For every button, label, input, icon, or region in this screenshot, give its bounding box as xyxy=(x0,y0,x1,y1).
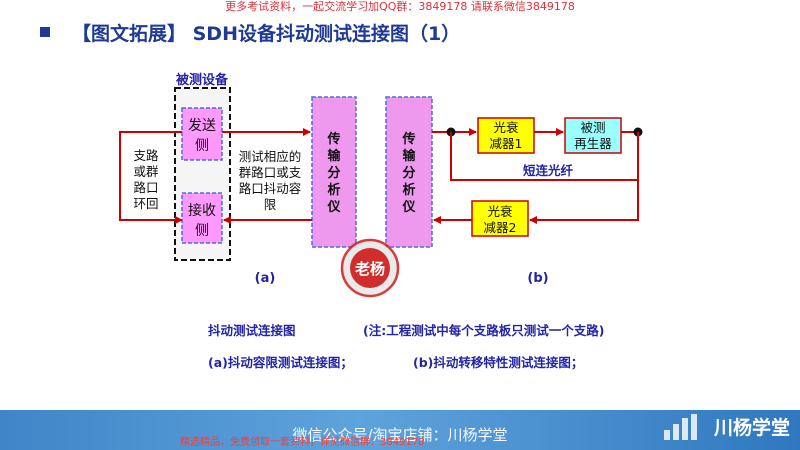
regenerator-box xyxy=(564,117,622,154)
analyzer-a-char5: 仪 xyxy=(326,200,341,215)
attenuator1-box xyxy=(477,117,535,154)
analyzer-a-char3: 分 xyxy=(327,165,340,181)
test-note-line1: 测试相应的 xyxy=(239,149,302,164)
test-note-line3: 路口抖动容 xyxy=(239,181,302,196)
test-note-line2: 群路口或支 xyxy=(239,165,302,180)
attenuator2-box xyxy=(471,200,529,237)
title-bar: 【图文拓展】 SDH设备抖动测试连接图（1） xyxy=(40,17,460,47)
send-side-line2: 侧 xyxy=(195,138,209,154)
caption-main: 抖动测试连接图 xyxy=(208,323,296,338)
label-a: (a) xyxy=(255,271,276,286)
branch-loop-line4: 环回 xyxy=(133,196,158,211)
label-b: (b) xyxy=(527,271,548,286)
receive-side-box xyxy=(181,192,223,244)
attenuator1-line1: 光衰 xyxy=(493,120,519,135)
analyzer-b-char3: 分 xyxy=(402,165,415,181)
receive-side-line1: 接收 xyxy=(188,202,216,219)
square-bullet-icon xyxy=(40,27,50,37)
caption-b: (b)抖动转移特性测试连接图； xyxy=(413,355,584,370)
loopback-line xyxy=(119,131,183,224)
footer-text: 微信公众号/淘宝店铺：川杨学堂 xyxy=(292,426,508,444)
analyzer-a-char1: 传 xyxy=(326,131,340,147)
send-side-box xyxy=(181,107,223,161)
analyzer-a-char2: 输 xyxy=(327,148,341,164)
analyzer-a-char4: 析 xyxy=(327,182,340,198)
stamp-name: 老杨 xyxy=(354,260,385,278)
attenuator1-line2: 减器1 xyxy=(490,136,523,151)
short-fiber-line xyxy=(450,132,639,181)
branch-loop-line1: 支路 xyxy=(133,148,159,163)
watermark-text: 更多考试资料，一起交流学习加QQ群：3849178 请联系微信3849178 xyxy=(225,0,575,13)
analyzer-b-char4: 析 xyxy=(402,182,415,198)
attenuator2-line1: 光衰 xyxy=(487,204,513,219)
branch-loop-line3: 路口 xyxy=(133,180,158,195)
tested-device-label: 被测设备 xyxy=(175,72,229,88)
brand: 川杨学堂 xyxy=(662,413,790,440)
analyzer-b-char5: 仪 xyxy=(401,200,416,215)
analyzer-b-box xyxy=(385,96,433,248)
caption-a: (a)抖动容限测试连接图； xyxy=(208,355,353,370)
brand-logo-icon xyxy=(662,413,706,440)
branch-loop-line2: 或群 xyxy=(133,164,159,179)
analyzer-b-char1: 传 xyxy=(401,131,415,147)
send-side-line1: 发送 xyxy=(188,118,216,134)
regenerator-line1: 被测 xyxy=(580,120,605,135)
analyzer-a-box xyxy=(311,96,357,248)
test-note-line4: 限 xyxy=(264,197,277,212)
slide-title: 【图文拓展】 SDH设备抖动测试连接图（1） xyxy=(72,22,461,45)
receive-side-line2: 侧 xyxy=(195,223,209,239)
regenerator-line2: 再生器 xyxy=(574,136,612,151)
short-fiber-label: 短连光纤 xyxy=(523,163,574,178)
analyzer-b-char2: 输 xyxy=(402,148,416,164)
caption-note: (注:工程测试中每个支路板只测试一个支路) xyxy=(363,323,605,338)
seal-stamp: 老杨 xyxy=(340,238,400,298)
return-to-att2-line xyxy=(529,180,639,224)
attenuator2-line2: 减器2 xyxy=(484,220,517,235)
footer-red-text: 精选精品，免费领取一套资料，详见微信群：3849178 xyxy=(180,437,425,448)
brand-name: 川杨学堂 xyxy=(713,417,790,439)
